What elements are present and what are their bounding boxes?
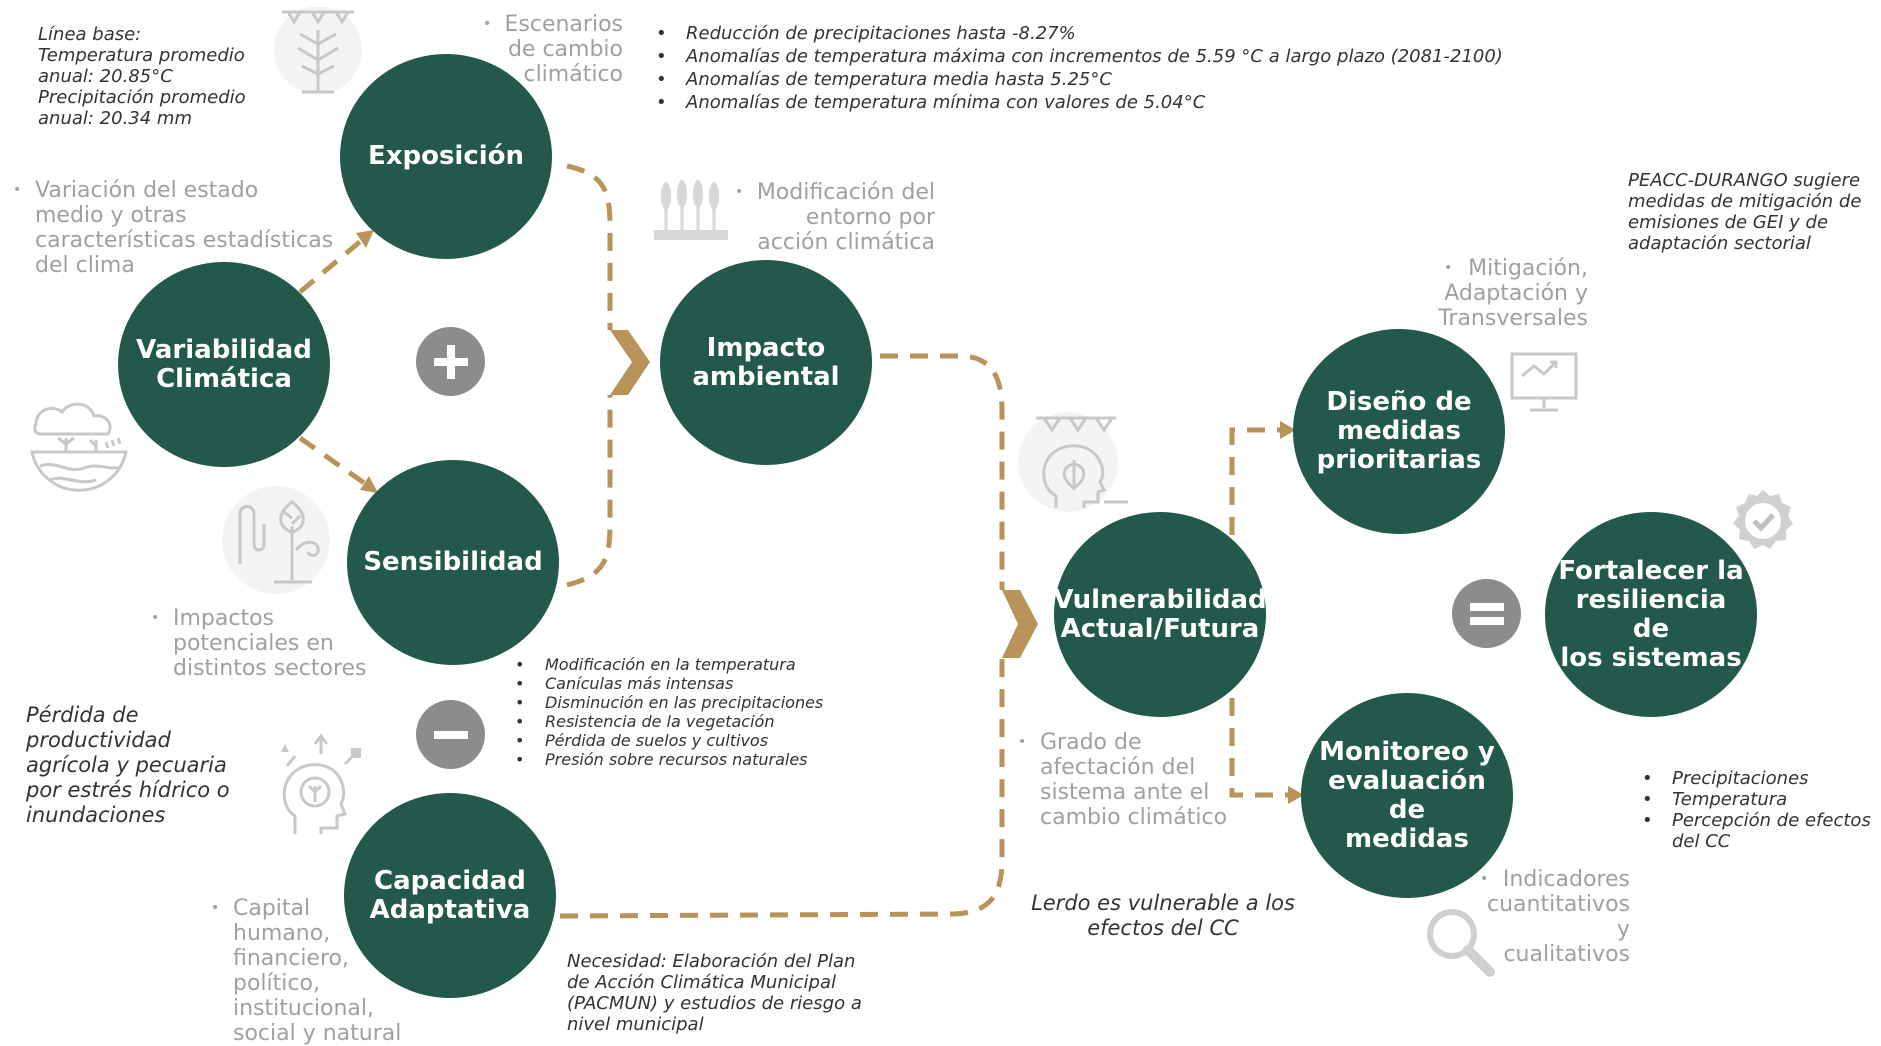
node-capacidad-adaptativa: Capacidad Adaptativa <box>344 793 556 998</box>
connector-exposicion-impacto <box>566 163 613 330</box>
connector-capacidad-vulnerabilidad <box>559 658 1005 919</box>
connector-impacto-vulnerabilidad <box>880 353 1005 590</box>
escenarios-bullet-list: Reducción de precipitaciones hasta -8.27… <box>656 22 1503 114</box>
adaptive-head-icon <box>281 733 361 834</box>
list-item: Modificación en la temperatura <box>515 655 823 674</box>
arrow-variabilidad-exposicion <box>298 233 370 294</box>
plant-sensitivity-icon <box>222 486 330 594</box>
chevron-vulnerabilidad <box>1002 590 1038 658</box>
node-monitoreo-evaluacion: Monitoreo y evaluación de medidas <box>1301 693 1513 898</box>
list-item: Anomalías de temperatura máxima con incr… <box>656 45 1503 68</box>
sensibilidad-bullet-list: Modificación en la temperatura Canículas… <box>515 655 823 769</box>
list-item: Anomalías de temperatura media hasta 5.2… <box>656 68 1503 91</box>
equals-icon <box>1469 602 1504 625</box>
list-item: Disminución en las precipitaciones <box>515 693 823 712</box>
connector-vulnerabilidad-diseno <box>1229 427 1282 535</box>
minus-icon <box>433 730 468 739</box>
node-impacto-ambiental: Impacto ambiental <box>660 260 872 465</box>
list-item: Anomalías de temperatura mínima con valo… <box>656 91 1503 114</box>
list-item: Precipitaciones <box>1642 768 1881 789</box>
checkmark-badge-icon <box>1733 490 1793 549</box>
chevron-impacto <box>610 330 650 395</box>
arrow-variabilidad-sensibilidad <box>298 435 372 490</box>
tree-scenarios-icon <box>274 6 362 94</box>
node-exposicion: Exposición <box>340 54 552 259</box>
indicadores-bullet-list: Precipitaciones Temperatura Percepción d… <box>1642 768 1881 852</box>
arrowhead-exposicion <box>356 230 374 248</box>
plus-operator <box>416 327 485 396</box>
climate-globe-icon <box>30 402 128 492</box>
monitor-presentation-icon <box>1510 352 1578 412</box>
connector-sensibilidad-impacto <box>566 395 613 588</box>
leaf-head-icon <box>1018 412 1128 512</box>
node-vulnerabilidad: Vulnerabilidad Actual/Futura <box>1053 512 1267 717</box>
magnifier-search-icon <box>1427 909 1495 977</box>
list-item: Percepción de efectos del CC <box>1642 810 1881 852</box>
node-sensibilidad: Sensibilidad <box>347 460 559 665</box>
list-item: Presión sobre recursos naturales <box>515 750 823 769</box>
list-item: Resistencia de la vegetación <box>515 712 823 731</box>
list-item: Pérdida de suelos y cultivos <box>515 731 823 750</box>
connector-vulnerabilidad-monitoreo <box>1229 698 1290 798</box>
node-fortalecer-resiliencia: Fortalecer la resiliencia de los sistema… <box>1545 512 1757 717</box>
plus-icon <box>433 344 468 379</box>
list-item: Canículas más intensas <box>515 674 823 693</box>
crops-field-icon <box>654 180 728 240</box>
arrowhead-diseno <box>1280 421 1296 439</box>
equals-operator <box>1452 579 1521 648</box>
list-item: Reducción de precipitaciones hasta -8.27… <box>656 22 1503 45</box>
arrowhead-sensibilidad <box>360 476 378 493</box>
minus-operator <box>416 700 485 769</box>
arrowhead-monitoreo <box>1288 786 1304 804</box>
node-diseno-medidas: Diseño de medidas prioritarias <box>1293 329 1505 534</box>
node-variabilidad-climatica: Variabilidad Climática <box>118 262 330 467</box>
list-item: Temperatura <box>1642 789 1881 810</box>
